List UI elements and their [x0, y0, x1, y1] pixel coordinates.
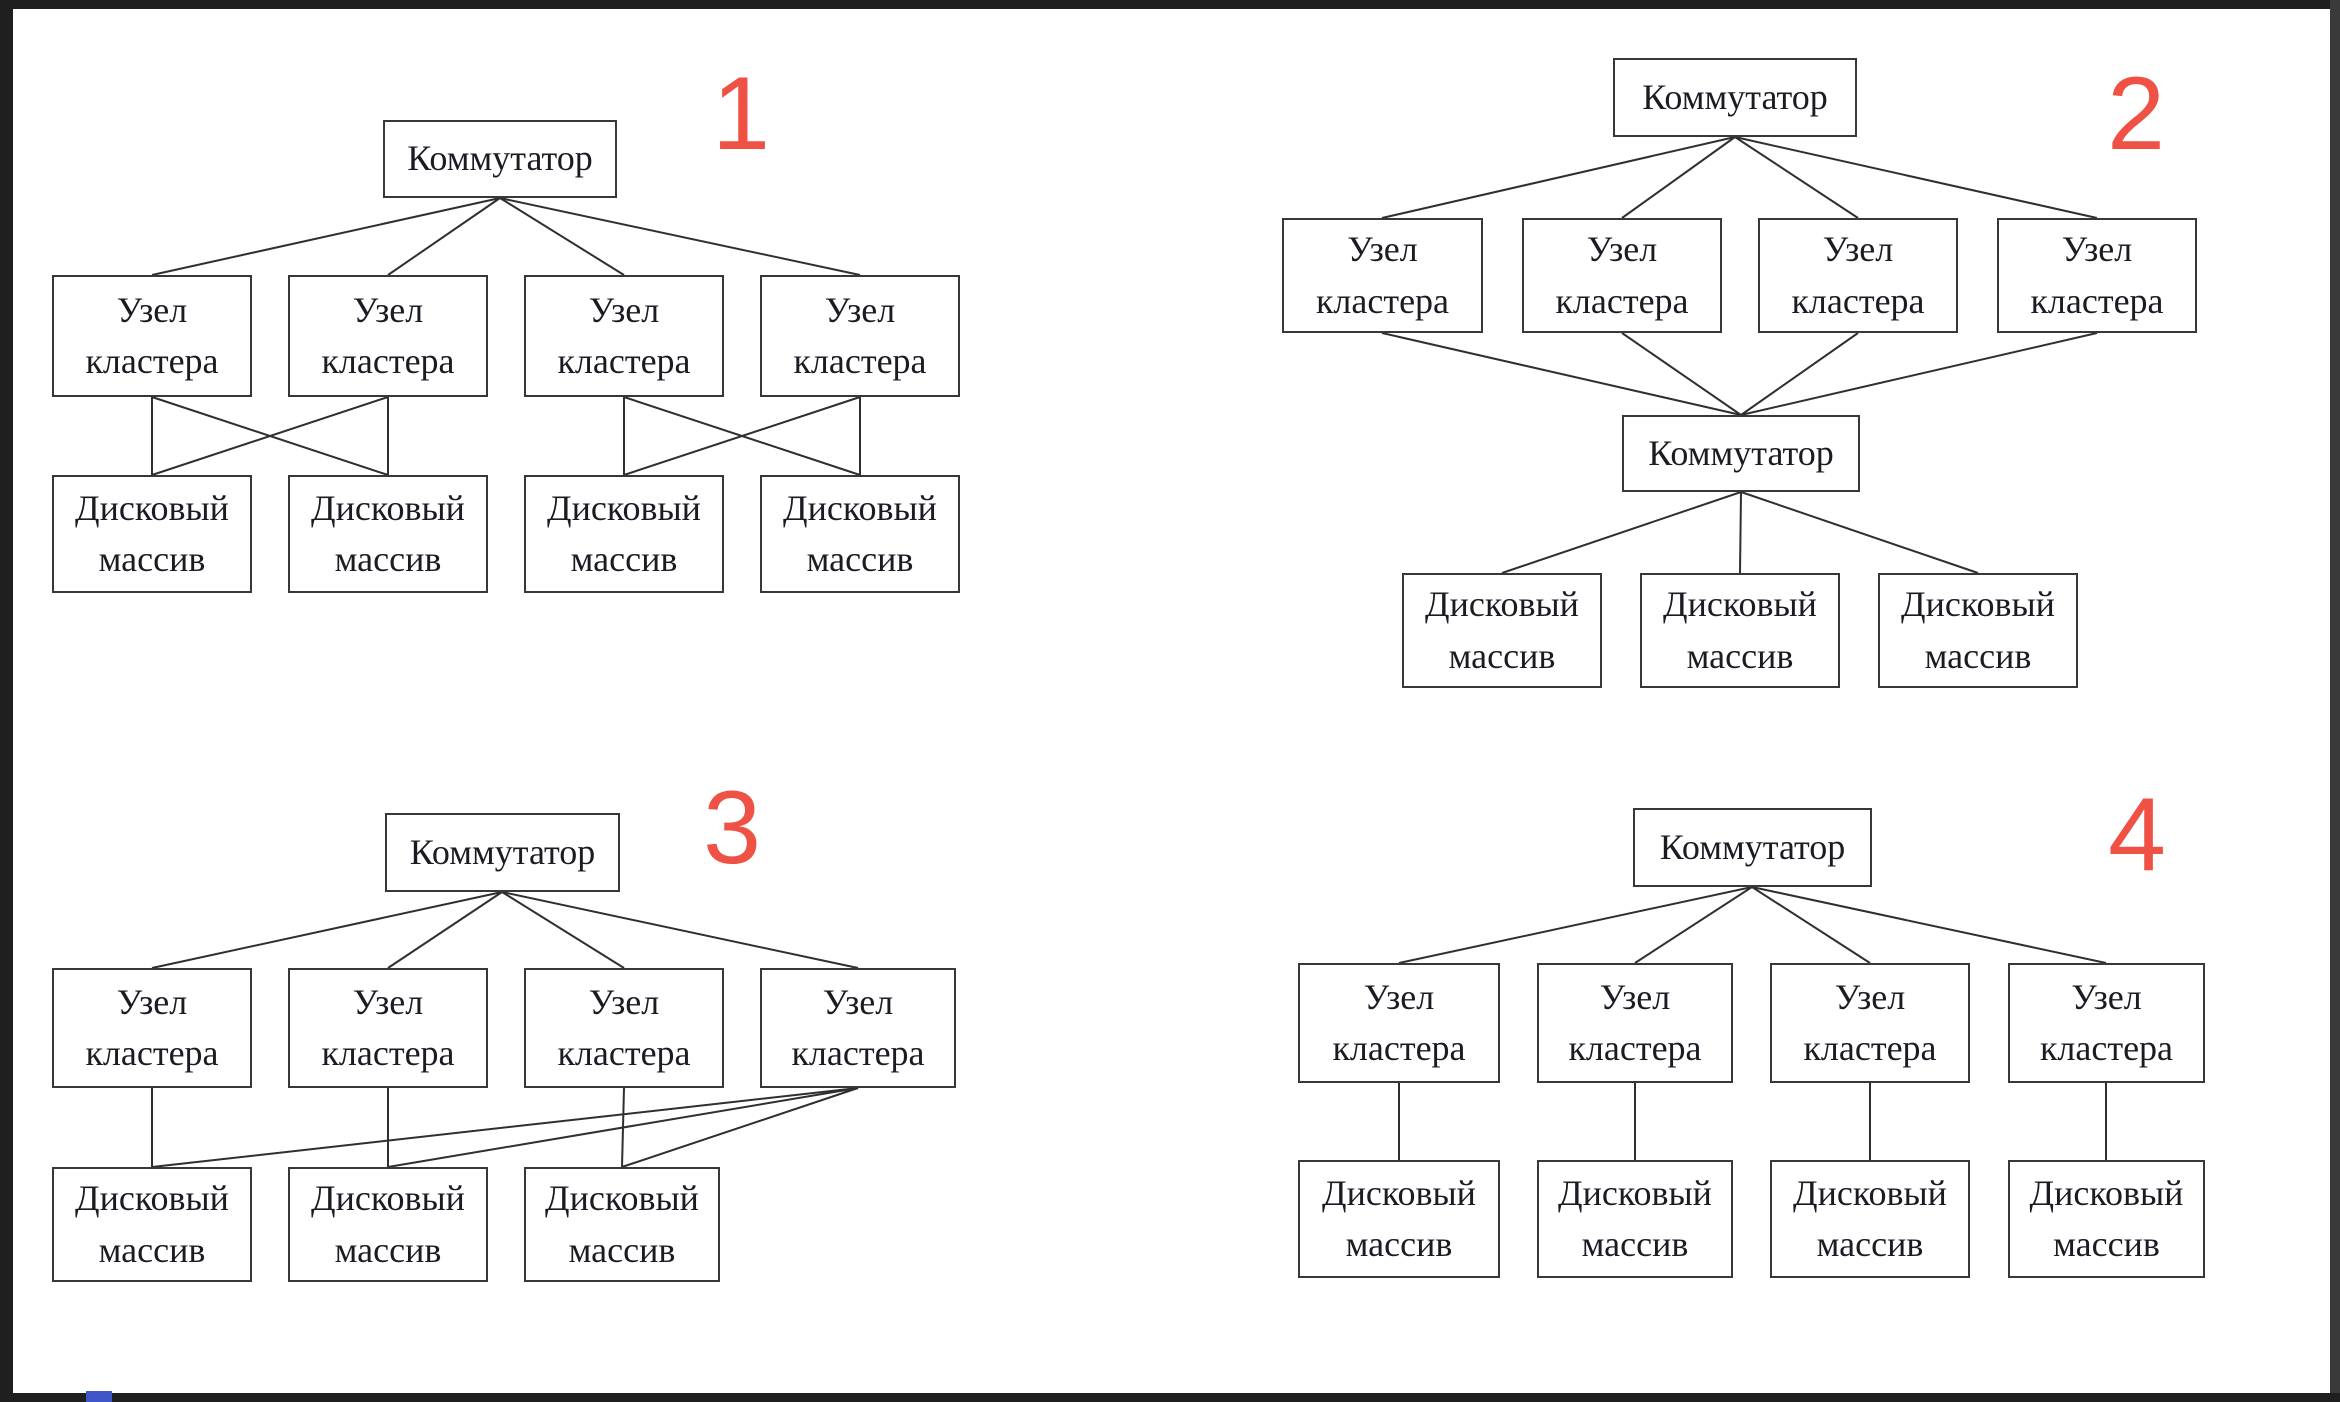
d1-node-box-2: Узел кластера [288, 275, 488, 397]
d3-disk-box-3: Дисковый массив [524, 1167, 720, 1282]
diagram-2-connectors [1381, 136, 2098, 574]
d3-node-box-4: Узел кластера [760, 968, 956, 1088]
d1-disk-box-4: Дисковый массив [760, 475, 960, 593]
connector-line [623, 396, 861, 476]
d2-node-box-1: Узел кластера [1282, 218, 1483, 333]
d1-disk-box-3: Дисковый массив [524, 475, 724, 593]
connector-line [1734, 136, 2098, 219]
d4-node-box-1: Узел кластера [1298, 963, 1500, 1083]
connector-line [1501, 491, 1742, 574]
bottom-edge-artifact [86, 1391, 112, 1402]
d1-node-box-3: Узел кластера [524, 275, 724, 397]
diagram-4-number: 4 [2108, 777, 2166, 893]
d1-switch-box: Коммутатор [383, 120, 617, 198]
connector-line [1751, 886, 1871, 964]
screen-frame-top [0, 0, 2340, 9]
d2-switch-box-2: Коммутатор [1622, 415, 1860, 492]
connector-line [1734, 136, 1859, 219]
d2-node-box-2: Узел кластера [1522, 218, 1722, 333]
connector-line [501, 891, 625, 969]
connector-line [151, 891, 503, 969]
d1-node-box-4: Узел кластера [760, 275, 960, 397]
d2-disk-box-2: Дисковый массив [1640, 573, 1840, 688]
d3-node-box-1: Узел кластера [52, 968, 252, 1088]
d3-disk-box-2: Дисковый массив [288, 1167, 488, 1282]
connector-line [1634, 886, 1753, 964]
d2-node-box-3: Узел кластера [1758, 218, 1958, 333]
d2-switch-box-1: Коммутатор [1613, 58, 1857, 137]
d1-disk-box-1: Дисковый массив [52, 475, 252, 593]
screen-frame-bottom [0, 1393, 2340, 1402]
diagram-2-number: 2 [2107, 56, 2165, 172]
connector-line [151, 1087, 859, 1168]
diagram-3-connectors [151, 891, 859, 1168]
screen-frame-left [0, 0, 13, 1402]
d1-disk-box-2: Дисковый массив [288, 475, 488, 593]
connector-line [1621, 332, 1742, 416]
diagram-4-connectors [1398, 886, 2107, 1160]
d4-node-box-4: Узел кластера [2008, 963, 2205, 1083]
d1-node-box-1: Узел кластера [52, 275, 252, 397]
connector-line [387, 197, 501, 276]
d4-disk-box-4: Дисковый массив [2008, 1160, 2205, 1278]
connector-line [499, 197, 625, 276]
d4-switch-box: Коммутатор [1633, 808, 1872, 887]
connector-line [1739, 491, 1742, 574]
connector-line [501, 891, 859, 969]
screen-frame-right [2330, 0, 2340, 1402]
connector-line [1381, 136, 1736, 219]
connector-line [499, 197, 861, 276]
connector-line [151, 396, 389, 476]
connector-line [1621, 136, 1736, 219]
connector-line [387, 1087, 859, 1168]
d2-node-box-4: Узел кластера [1997, 218, 2197, 333]
connector-line [1398, 886, 1753, 964]
d3-node-box-3: Узел кластера [524, 968, 724, 1088]
connector-line [621, 1087, 859, 1168]
d4-node-box-2: Узел кластера [1537, 963, 1733, 1083]
d3-disk-box-1: Дисковый массив [52, 1167, 252, 1282]
connector-line [1751, 886, 2107, 964]
connector-line [1740, 491, 1979, 574]
connector-line [387, 891, 503, 969]
d2-disk-box-1: Дисковый массив [1402, 573, 1602, 688]
diagram-3-number: 3 [703, 770, 761, 886]
d4-disk-box-2: Дисковый массив [1537, 1160, 1733, 1278]
d3-switch-box: Коммутатор [385, 813, 620, 892]
d4-node-box-3: Узел кластера [1770, 963, 1970, 1083]
diagram-1-connectors [151, 197, 861, 476]
d4-disk-box-1: Дисковый массив [1298, 1160, 1500, 1278]
d4-disk-box-3: Дисковый массив [1770, 1160, 1970, 1278]
d3-node-box-2: Узел кластера [288, 968, 488, 1088]
connector-line [1740, 332, 2098, 416]
d2-disk-box-3: Дисковый массив [1878, 573, 2078, 688]
connector-line [1381, 332, 1742, 416]
diagram-1-number: 1 [712, 56, 770, 172]
connector-line [1740, 332, 1859, 416]
connector-line [151, 197, 501, 276]
